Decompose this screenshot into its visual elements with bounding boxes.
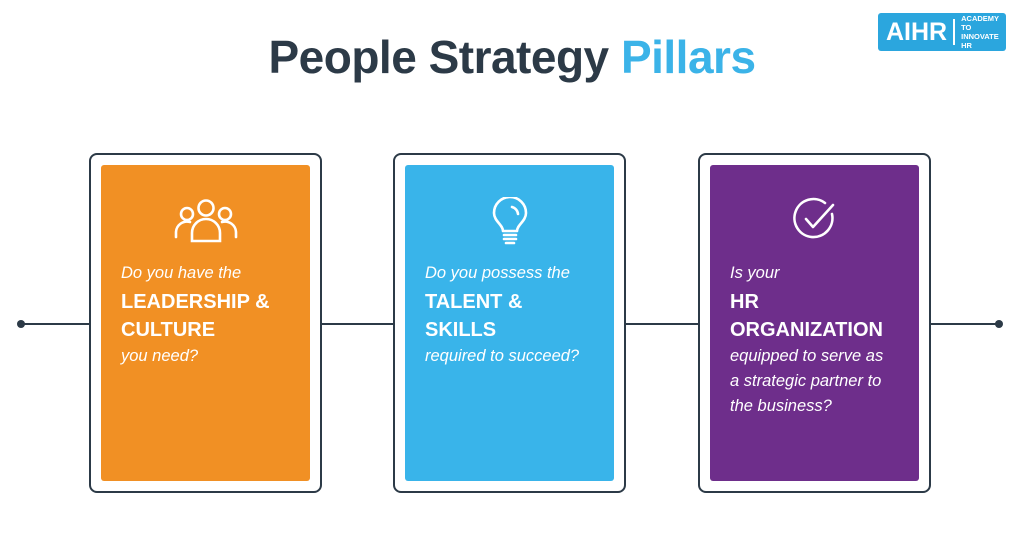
- pillar-outro-line: a strategic partner to: [730, 372, 882, 390]
- title-main: People Strategy: [268, 31, 609, 83]
- pillar-card-talent: Do you possess the TALENT & SKILLS requi…: [405, 165, 614, 481]
- pillar-intro: Do you have the: [121, 264, 242, 282]
- pillar-text-leadership: Do you have the LEADERSHIP & CULTURE you…: [121, 261, 298, 369]
- connector-line-middle-2: [626, 323, 698, 325]
- pillar-outro: you need?: [121, 344, 298, 369]
- pillar-intro: Is your: [730, 264, 780, 282]
- pillar-text-talent: Do you possess the TALENT & SKILLS requi…: [425, 261, 602, 369]
- pillar-highlight-line: TALENT &: [425, 291, 523, 313]
- logo-main-text: AIHR: [878, 19, 956, 45]
- connector-line-right: [931, 323, 999, 325]
- logo-sub-text: ACADEMY TO INNOVATE HR: [955, 14, 1006, 50]
- pillar-text-hr-organization: Is your HR ORGANIZATION equipped to serv…: [730, 261, 907, 419]
- pillar-highlight-line: ORGANIZATION: [730, 319, 883, 341]
- title-accent: Pillars: [620, 31, 756, 83]
- pillar-highlight: TALENT & SKILLS: [425, 288, 602, 344]
- pillar-highlight-line: LEADERSHIP &: [121, 291, 270, 313]
- lightbulb-icon: [405, 197, 614, 247]
- people-group-icon: [101, 197, 310, 247]
- pillar-highlight-line: SKILLS: [425, 319, 497, 341]
- pillar-outro: equipped to serve as a strategic partner…: [730, 344, 907, 419]
- pillar-outro: required to succeed?: [425, 344, 602, 369]
- pillar-outro-line: you need?: [121, 347, 199, 365]
- pillar-outro-line: equipped to serve as: [730, 347, 884, 365]
- logo-sub-line-2: INNOVATE HR: [961, 32, 999, 50]
- pillar-highlight: LEADERSHIP & CULTURE: [121, 288, 298, 344]
- connector-line-middle-1: [322, 323, 393, 325]
- pillar-frame-talent: Do you possess the TALENT & SKILLS requi…: [393, 153, 626, 493]
- pillar-highlight-line: HR: [730, 291, 759, 313]
- pillar-intro: Do you possess the: [425, 264, 570, 282]
- logo-sub-line-1: ACADEMY TO: [961, 14, 999, 32]
- pillar-highlight-line: CULTURE: [121, 319, 216, 341]
- pillar-highlight: HR ORGANIZATION: [730, 288, 907, 344]
- pillar-outro-line: the business?: [730, 397, 832, 415]
- pillar-outro-line: required to succeed?: [425, 347, 580, 365]
- connector-line-left: [21, 323, 89, 325]
- page-title: People Strategy Pillars: [0, 30, 1024, 84]
- aihr-logo: AIHR ACADEMY TO INNOVATE HR: [878, 13, 1006, 51]
- pillar-card-hr-organization: Is your HR ORGANIZATION equipped to serv…: [710, 165, 919, 481]
- checkmark-circle-icon: [710, 197, 919, 247]
- pillar-frame-hr-organization: Is your HR ORGANIZATION equipped to serv…: [698, 153, 931, 493]
- connector-end-dot: [995, 320, 1003, 328]
- pillar-frame-leadership: Do you have the LEADERSHIP & CULTURE you…: [89, 153, 322, 493]
- pillar-card-leadership: Do you have the LEADERSHIP & CULTURE you…: [101, 165, 310, 481]
